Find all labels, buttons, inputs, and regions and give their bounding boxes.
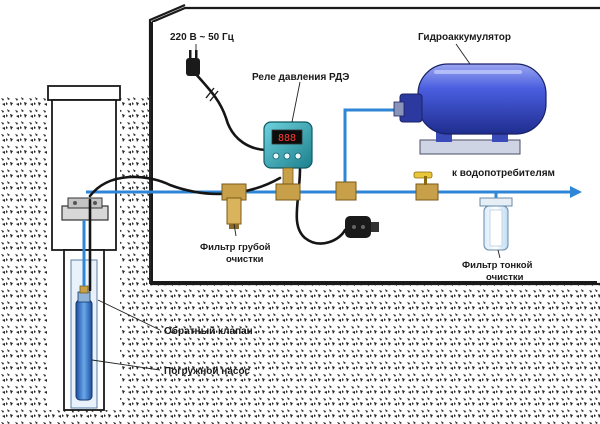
fine-filter [479, 197, 513, 251]
submersible-pump [75, 285, 93, 401]
power-plug-icon [186, 50, 219, 102]
accumulator-label: Гидроаккумулятор [418, 32, 511, 43]
ball-valve [413, 171, 439, 201]
socket-plug-icon [345, 216, 379, 238]
hydro-accumulator [393, 63, 547, 155]
power-label: 220 В ~ 50 Гц [170, 32, 235, 43]
submersible-pump-label: Погружной насос [164, 366, 250, 377]
pressure-relay: 888 [263, 121, 313, 187]
consumers-label: к водопотребителям [452, 167, 555, 179]
fine-filter-label-line1: Фильтр тонкой [462, 260, 533, 271]
coarse-filter [221, 183, 247, 229]
check-valve-label: Обратный клапан [164, 325, 253, 337]
fine-filter-label-line2: очистки [486, 272, 524, 283]
well-head [61, 197, 109, 221]
flow-arrow-icon [570, 186, 582, 198]
coarse-filter-label-line2: очистки [226, 254, 264, 265]
coarse-filter-label-line1: Фильтр грубой [200, 242, 271, 253]
brass-tee-fittings [275, 181, 357, 201]
pressure-relay-label: Реле давления РДЭ [252, 72, 349, 83]
relay-display: 888 [278, 133, 296, 144]
leader-lines [91, 43, 501, 371]
